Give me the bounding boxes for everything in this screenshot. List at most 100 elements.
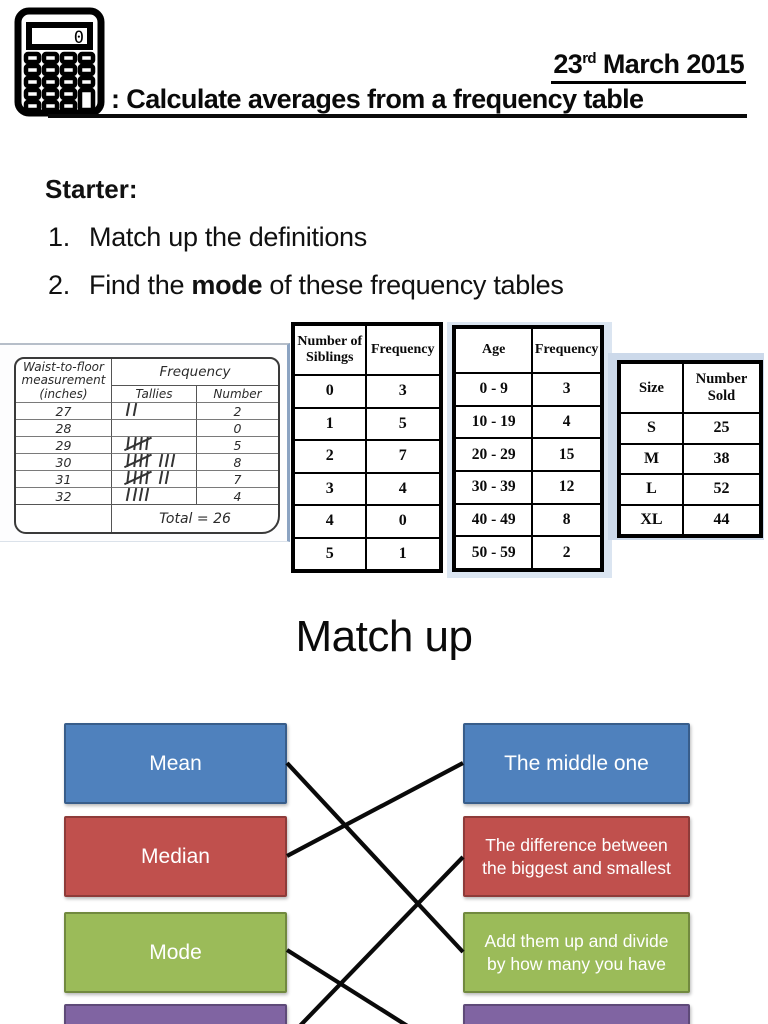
matchup-box-mode: Mode (64, 912, 287, 993)
table-cell: 5 (294, 537, 366, 570)
column-header: Size (620, 363, 683, 413)
box-label: Median (141, 844, 210, 868)
box-label: The middle one (504, 751, 649, 775)
column-header: Number Sold (683, 363, 760, 413)
table-cell: 2 (294, 440, 366, 473)
table-cell: 44 (683, 504, 760, 535)
date-month-year: March 2015 (596, 49, 745, 79)
table-cell-empty (16, 504, 112, 532)
tally-marks (112, 453, 196, 470)
table-cell: 50 - 59 (455, 536, 533, 569)
column-header: Number (196, 386, 278, 402)
table-cell: 0 (196, 419, 278, 436)
table-cell: 0 - 9 (455, 373, 533, 406)
column-header: Frequency (532, 328, 601, 373)
box-label: Add them up and divide by how many you h… (484, 930, 669, 974)
table-cell: 5 (196, 436, 278, 453)
table-cell: S (620, 413, 683, 444)
calculator-icon: 0 (14, 7, 105, 117)
matchup-box-left-4 (64, 1004, 287, 1024)
matchup-title: Match up (295, 612, 473, 661)
matchup-def-middle-one: The middle one (463, 723, 690, 804)
date-heading: 23rd March 2015 (551, 49, 746, 84)
table-cell: 4 (196, 487, 278, 504)
size-table-panel: Size Number Sold S 25 M 38 L 52 XL 44 (608, 353, 764, 540)
tally-marks (112, 470, 196, 487)
box-label: Mode (149, 940, 202, 964)
table-cell: 20 - 29 (455, 438, 533, 471)
tally-marks (112, 402, 196, 419)
table-cell: 4 (294, 505, 366, 538)
size-sold-table: Size Number Sold S 25 M 38 L 52 XL 44 (617, 360, 763, 538)
table-cell: 5 (365, 407, 440, 440)
column-header: Tallies (135, 387, 173, 401)
starter-heading: Starter: (45, 174, 138, 204)
matchup-def-add-divide: Add them up and divide by how many you h… (463, 912, 690, 993)
column-header: Frequency (365, 325, 440, 375)
table-cell: 8 (532, 503, 601, 537)
list-text: Match up the definitions (89, 222, 367, 252)
table-cell: 0 (294, 375, 366, 408)
box-label: Mean (149, 751, 202, 775)
table-cell: 3 (532, 373, 601, 406)
matchup-box-mean: Mean (64, 723, 287, 804)
table-cell: 38 (683, 443, 760, 474)
table-cell: 52 (683, 474, 760, 505)
table-cell: 2 (196, 402, 278, 419)
column-header: Age (455, 328, 533, 373)
table-cell: 3 (294, 472, 366, 505)
table-cell: 30 (16, 453, 112, 470)
table-cell: M (620, 443, 683, 474)
table-cell: XL (620, 504, 683, 535)
table-cell: 32 (16, 487, 112, 504)
table-cell: 7 (196, 470, 278, 487)
table-cell: 1 (294, 407, 366, 440)
table-cell: 8 (196, 453, 278, 470)
table-cell: 31 (16, 470, 112, 487)
box-label: The difference between the biggest and s… (482, 834, 671, 878)
total-cell: Total = 26 (112, 504, 278, 532)
starter-item-2: 2. Find the mode of these frequency tabl… (48, 270, 564, 301)
table-cell: 7 (365, 440, 440, 473)
table-cell: 40 - 49 (455, 503, 533, 537)
tally-marks (112, 419, 196, 436)
age-frequency-table: Age Frequency 0 - 9 3 10 - 19 4 20 - 29 … (452, 325, 604, 572)
table-cell: 28 (16, 419, 112, 436)
tally-marks (112, 436, 196, 453)
matchup-box-median: Median (64, 816, 287, 897)
lesson-title: : Calculate averages from a frequency ta… (111, 84, 644, 114)
column-header: Number of Siblings (294, 325, 366, 375)
date-day: 23 (553, 49, 583, 79)
table-cell: 29 (16, 436, 112, 453)
calculator-display-digit: 0 (74, 28, 84, 48)
table-cell: 27 (16, 402, 112, 419)
starter-item-1: 1. Match up the definitions (48, 222, 367, 253)
age-table-panel: Age Frequency 0 - 9 3 10 - 19 4 20 - 29 … (447, 322, 612, 578)
tally-marks (112, 487, 196, 504)
table-cell: 10 - 19 (455, 405, 533, 439)
siblings-frequency-table: Number of Siblings Frequency 0 3 1 5 2 7… (291, 322, 443, 573)
table-cell: 0 (365, 505, 440, 538)
table-cell: 30 - 39 (455, 471, 533, 504)
table-cell: 25 (683, 413, 760, 444)
table-cell: 4 (365, 472, 440, 505)
matchup-def-difference: The difference between the biggest and s… (463, 816, 690, 897)
waist-table-panel: Waist-to-floor measurement (inches) Freq… (0, 343, 290, 542)
emphasis-mode: mode (191, 270, 263, 300)
list-text: Find the mode of these frequency tables (89, 270, 564, 300)
table-cell: 4 (532, 405, 601, 439)
table-cell: 12 (532, 471, 601, 504)
table-cell: 2 (532, 536, 601, 569)
title-underline (48, 114, 747, 118)
date-ordinal: rd (582, 50, 596, 67)
matchup-def-right-4 (463, 1004, 690, 1024)
table-cell: 1 (365, 537, 440, 570)
column-header: Waist-to-floor measurement (inches) (16, 359, 112, 402)
list-number: 2. (48, 270, 70, 300)
column-header: Frequency (112, 359, 278, 386)
list-number: 1. (48, 222, 70, 252)
table-cell: 15 (532, 438, 601, 471)
waist-frequency-table: Waist-to-floor measurement (inches) Freq… (14, 357, 280, 534)
table-cell: 3 (365, 375, 440, 408)
